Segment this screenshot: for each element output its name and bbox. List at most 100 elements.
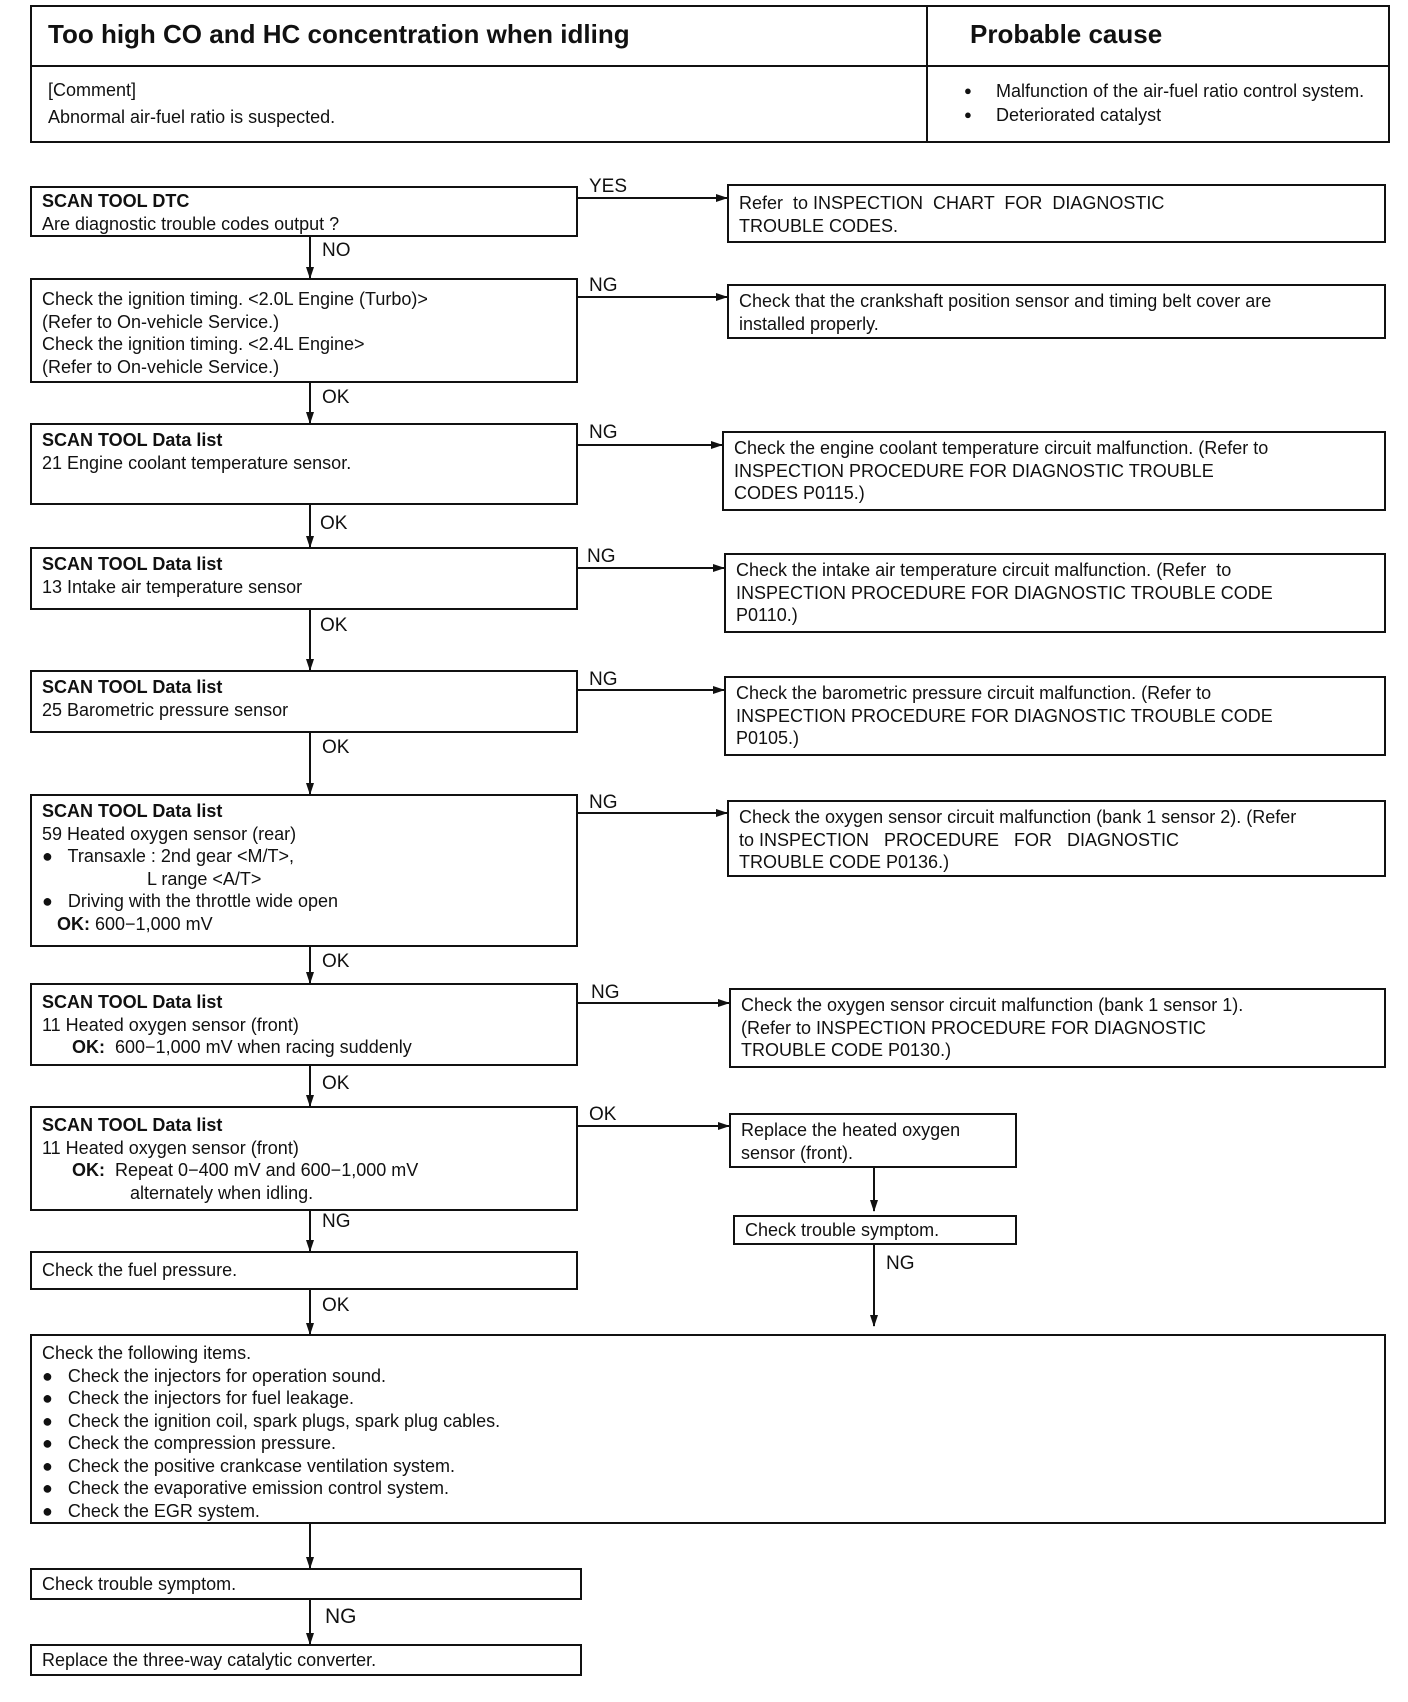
header-divider xyxy=(926,7,928,141)
step-ok-continuation: alternately when idling. xyxy=(130,1182,314,1203)
result-line: TROUBLE CODE P0136.) xyxy=(739,852,950,872)
step-title: SCAN TOOL DTC xyxy=(42,191,190,211)
result-line: Check that the crankshaft position senso… xyxy=(739,291,1272,311)
result-check-trouble-symptom: Check trouble symptom. xyxy=(733,1215,1017,1245)
step-line: (Refer to On-vehicle Service.) xyxy=(42,311,280,332)
step-line: Check trouble symptom. xyxy=(42,1574,237,1594)
step-title: SCAN TOOL Data list xyxy=(42,992,223,1012)
step-line: Check the ignition timing. <2.0L Engine … xyxy=(42,289,428,309)
step-coolant-temp-sensor: SCAN TOOL Data list 21 Engine coolant te… xyxy=(30,423,578,505)
cause-item: Deteriorated catalyst xyxy=(964,103,1364,127)
result-oxygen-sensor-rear-circuit: Check the oxygen sensor circuit malfunct… xyxy=(727,800,1386,877)
step-title: SCAN TOOL Data list xyxy=(42,430,223,450)
label-ng: NG xyxy=(589,422,618,443)
result-oxygen-sensor-front-circuit: Check the oxygen sensor circuit malfunct… xyxy=(729,988,1386,1068)
ok-text: 600−1,000 mV when racing suddenly xyxy=(105,1037,412,1057)
step-check-fuel-pressure: Check the fuel pressure. xyxy=(30,1251,578,1290)
step-ok-line: OK: Repeat 0−400 mV and 600−1,000 mV xyxy=(42,1159,566,1182)
label-ok: OK xyxy=(322,1295,350,1316)
ok-label: OK: xyxy=(57,913,91,934)
label-ok: OK xyxy=(322,951,350,972)
step-line: Replace the three-way catalytic converte… xyxy=(42,1650,377,1670)
step-heated-oxygen-sensor-front: SCAN TOOL Data list 11 Heated oxygen sen… xyxy=(30,983,578,1066)
step-line: 13 Intake air temperature sensor xyxy=(42,576,303,597)
step-ok-line: OK: 600−1,000 mV xyxy=(42,913,566,936)
step-line: ● Transaxle : 2nd gear <M/T>, xyxy=(42,846,294,866)
step-title: SCAN TOOL Data list xyxy=(42,677,223,697)
result-line: P0110.) xyxy=(736,605,798,625)
label-ng: NG xyxy=(322,1211,351,1232)
cause-list: Malfunction of the air-fuel ratio contro… xyxy=(964,79,1364,127)
label-yes: YES xyxy=(589,176,628,197)
result-line: TROUBLE CODE P0130.) xyxy=(741,1040,952,1060)
step-title: SCAN TOOL Data list xyxy=(42,554,223,574)
result-line: INSPECTION PROCEDURE FOR DIAGNOSTIC TROU… xyxy=(734,460,1214,481)
result-line: installed properly. xyxy=(739,313,879,334)
result-coolant-circuit: Check the engine coolant temperature cir… xyxy=(722,431,1386,511)
result-intake-circuit: Check the intake air temperature circuit… xyxy=(724,553,1386,633)
label-no: NO xyxy=(322,240,351,261)
label-ng: NG xyxy=(591,982,620,1003)
header-table: Too high CO and HC concentration when id… xyxy=(30,5,1390,143)
step-heated-oxygen-sensor-rear: SCAN TOOL Data list 59 Heated oxygen sen… xyxy=(30,794,578,947)
step-line: 11 Heated oxygen sensor (front) xyxy=(42,1137,299,1158)
step-line: 21 Engine coolant temperature sensor. xyxy=(42,452,352,473)
step-line: ● Check the injectors for operation soun… xyxy=(42,1365,387,1386)
ok-text: Repeat 0−400 mV and 600−1,000 mV xyxy=(105,1160,419,1180)
result-crankshaft-sensor: Check that the crankshaft position senso… xyxy=(727,284,1386,339)
label-ng: NG xyxy=(589,669,618,690)
label-ng: NG xyxy=(886,1253,915,1274)
step-intake-air-temp-sensor: SCAN TOOL Data list 13 Intake air temper… xyxy=(30,547,578,610)
step-line: L range <A/T> xyxy=(42,868,262,889)
label-ok: OK xyxy=(322,1073,350,1094)
step-check-trouble-symptom: Check trouble symptom. xyxy=(30,1568,582,1600)
step-line: 25 Barometric pressure sensor xyxy=(42,699,289,720)
label-ng: NG xyxy=(589,275,618,296)
result-line: (Refer to INSPECTION PROCEDURE FOR DIAGN… xyxy=(741,1017,1207,1038)
ok-text: 600−1,000 mV xyxy=(90,913,213,934)
label-ok: OK xyxy=(322,737,350,758)
step-line: (Refer to On-vehicle Service.) xyxy=(42,356,280,377)
result-line: TROUBLE CODES. xyxy=(739,215,899,236)
step-line: 11 Heated oxygen sensor (front) xyxy=(42,1014,299,1035)
chart-title: Too high CO and HC concentration when id… xyxy=(48,19,630,49)
step-replace-catalytic-converter: Replace the three-way catalytic converte… xyxy=(30,1644,582,1676)
step-line: Check the fuel pressure. xyxy=(42,1260,238,1280)
step-ok-line: OK: 600−1,000 mV when racing suddenly xyxy=(42,1036,566,1059)
step-line: ● Check the injectors for fuel leakage. xyxy=(42,1388,355,1408)
step-heated-oxygen-sensor-front-idle: SCAN TOOL Data list 11 Heated oxygen sen… xyxy=(30,1106,578,1211)
ok-label: OK: xyxy=(72,1160,106,1180)
result-line: Check the intake air temperature circuit… xyxy=(736,560,1232,580)
result-line: Check the engine coolant temperature cir… xyxy=(734,438,1269,458)
step-line: ● Driving with the throttle wide open xyxy=(42,891,339,911)
comment-block: [Comment] Abnormal air-fuel ratio is sus… xyxy=(48,77,335,131)
result-replace-oxygen-sensor: Replace the heated oxygen sensor (front)… xyxy=(729,1113,1017,1168)
step-line: ● Check the positive crankcase ventilati… xyxy=(42,1455,456,1476)
cause-item: Malfunction of the air-fuel ratio contro… xyxy=(964,79,1364,103)
result-line: Check trouble symptom. xyxy=(745,1220,940,1240)
result-barometric-circuit: Check the barometric pressure circuit ma… xyxy=(724,676,1386,756)
result-line: INSPECTION PROCEDURE FOR DIAGNOSTIC TROU… xyxy=(736,582,1273,603)
comment-label: [Comment] xyxy=(48,80,137,100)
label-ng: NG xyxy=(587,546,616,567)
result-line: Check the oxygen sensor circuit malfunct… xyxy=(741,995,1244,1015)
label-ng: NG xyxy=(325,1605,357,1628)
step-ignition-timing: Check the ignition timing. <2.0L Engine … xyxy=(30,278,578,383)
label-ng: NG xyxy=(589,792,618,813)
step-title: SCAN TOOL Data list xyxy=(42,1115,223,1135)
result-line: to INSPECTION PROCEDURE FOR DIAGNOSTIC xyxy=(739,829,1180,850)
result-line: Check the barometric pressure circuit ma… xyxy=(736,683,1212,703)
label-ok: OK xyxy=(320,513,348,534)
result-line: P0105.) xyxy=(736,728,800,748)
result-line: Check the oxygen sensor circuit malfunct… xyxy=(739,807,1297,827)
result-line: Refer to INSPECTION CHART FOR DIAGNOSTIC xyxy=(739,193,1165,213)
ok-label: OK: xyxy=(72,1037,106,1057)
step-line: ● Check the evaporative emission control… xyxy=(42,1478,450,1498)
label-ok: OK xyxy=(589,1104,617,1125)
step-line: ● Check the compression pressure. xyxy=(42,1433,336,1453)
result-line: Replace the heated oxygen xyxy=(741,1120,961,1140)
step-check-following-items: Check the following items. ● Check the i… xyxy=(30,1334,1386,1524)
label-ok: OK xyxy=(320,615,348,636)
label-ok: OK xyxy=(322,387,350,408)
step-barometric-pressure-sensor: SCAN TOOL Data list 25 Barometric pressu… xyxy=(30,670,578,733)
